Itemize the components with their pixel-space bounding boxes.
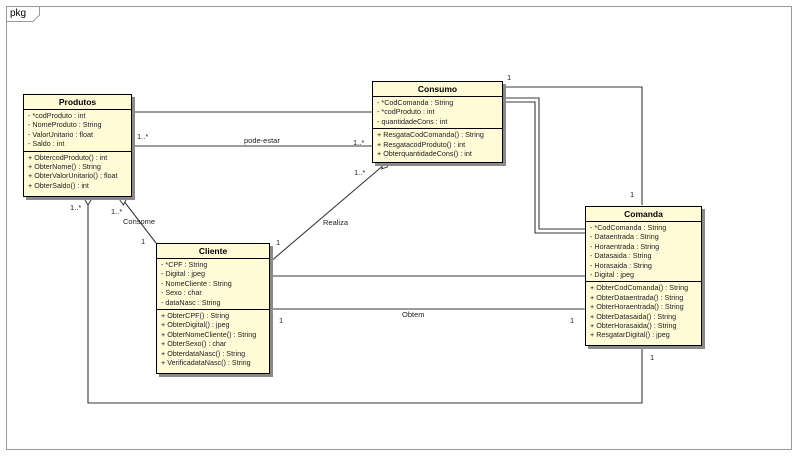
operation: + VerificadataNasc() : String	[161, 358, 251, 368]
attribute: - ValorUnitario : float	[28, 129, 93, 139]
operation: + ObterdataNasc() : String	[161, 348, 246, 358]
multiplicity: 1..*	[111, 207, 123, 216]
class-name: Consumo	[373, 82, 502, 97]
multiplicity: 1	[279, 316, 284, 325]
association-label-obtem: Obtem	[402, 310, 425, 319]
association-label-pode-estar: pode-estar	[244, 136, 280, 145]
attribute: - Digital : jpeg	[161, 269, 205, 279]
assoc-realiza	[269, 163, 386, 263]
multiplicity: 1	[276, 238, 281, 247]
attribute: - NomeProduto : String	[28, 120, 102, 130]
class-name: Cliente	[157, 244, 269, 259]
multiplicity: 1	[650, 353, 655, 362]
class-produtos[interactable]: Produtos - *codProduto : int - NomeProdu…	[23, 94, 132, 197]
operation: + ObterSexo() : char	[161, 339, 227, 349]
attribute: - *CodComanda : String	[377, 98, 454, 107]
attributes-section: - *CodComanda : String - *codProduto : i…	[373, 97, 502, 128]
operation: + ObterCodComanda() : String	[590, 283, 689, 293]
attribute: - quantidadeCons : int	[377, 116, 448, 126]
attribute: - Saldo : int	[28, 139, 65, 149]
multiplicity: 1	[630, 190, 635, 199]
multiplicity: 1..*	[354, 168, 366, 177]
operation: + ObterHoraentrada() : String	[590, 302, 684, 312]
class-comanda[interactable]: Comanda - *CodComanda : String - Dataent…	[585, 206, 702, 346]
operations-section: + ObtercodProduto() : int + ObterNome() …	[24, 150, 131, 193]
aggregation-diamond-consome	[119, 194, 127, 206]
attribute: - Datasaida : String	[590, 251, 652, 261]
assoc-consumo-comanda-b	[503, 101, 585, 234]
operation: + ResgatarDigital() : jpeg	[590, 330, 670, 340]
class-cliente[interactable]: Cliente - *CPF : String - Digital : jpeg…	[156, 243, 270, 374]
package-label: pkg	[10, 8, 27, 19]
operations-section: + ResgataCodComanda() : String + Resgata…	[373, 128, 502, 160]
multiplicity: 1	[570, 316, 575, 325]
attribute: - Horaentrada : String	[590, 241, 660, 251]
attribute: - Horasaida : String	[590, 260, 652, 270]
aggregation-diamond-loop	[84, 194, 92, 206]
attribute: - NomeCliente : String	[161, 278, 232, 288]
operation: + ObterSaldo() : int	[28, 180, 89, 190]
package-tab	[6, 6, 40, 22]
multiplicity: 1..*	[137, 132, 149, 141]
multiplicity: 1..*	[353, 138, 365, 147]
operation: + ObterNomeCliente() : String	[161, 329, 257, 339]
operation: + ObterCPF() : String	[161, 311, 230, 321]
operation: + ObtercodProduto() : int	[28, 152, 108, 162]
assoc-consumo-comanda-a	[503, 97, 585, 230]
operation: + ResgatacodProduto() : int	[377, 139, 466, 149]
association-label-consome: Consome	[123, 217, 156, 226]
operation: + ObterDatasaida() : String	[590, 311, 677, 321]
attribute: - *codProduto : int	[28, 111, 86, 120]
assoc-consumo-comanda-top	[503, 86, 643, 205]
multiplicity: 1	[141, 237, 146, 246]
attribute: - *CPF : String	[161, 260, 208, 269]
operation: + ResgataCodComanda() : String	[377, 130, 484, 140]
operation: + ObterValorUnitario() : float	[28, 171, 118, 181]
operations-section: + ObterCPF() : String + ObterDigital() :…	[157, 309, 269, 369]
attribute: - dataNasc : String	[161, 297, 221, 307]
attribute: - Digital : jpeg	[590, 270, 634, 280]
multiplicity: 1..*	[70, 203, 82, 212]
operation: + ObterDataentrada() : String	[590, 292, 684, 302]
operations-section: + ObterCodComanda() : String + ObterData…	[586, 281, 701, 341]
attribute: - Sexo : char	[161, 288, 202, 298]
class-name: Comanda	[586, 207, 701, 222]
operation: + ObterDigital() : jpeg	[161, 320, 230, 330]
class-name: Produtos	[24, 95, 131, 110]
assoc-produtos-comanda-loop	[87, 200, 643, 404]
attributes-section: - *CPF : String - Digital : jpeg - NomeC…	[157, 259, 269, 309]
class-consumo[interactable]: Consumo - *CodComanda : String - *codPro…	[372, 81, 503, 163]
multiplicity: 1	[507, 73, 512, 82]
package-frame	[6, 6, 792, 450]
operation: + ObterHorasaida() : String	[590, 321, 677, 331]
attribute: - *CodComanda : String	[590, 223, 667, 232]
attributes-section: - *CodComanda : String - Dataentrada : S…	[586, 222, 701, 281]
association-label-realiza: Realiza	[323, 218, 349, 227]
operation: + ObterNome() : String	[28, 162, 101, 172]
attribute: - Dataentrada : String	[590, 232, 659, 242]
assoc-consome	[122, 199, 157, 244]
attribute: - *codProduto : int	[377, 107, 435, 117]
attributes-section: - *codProduto : int - NomeProduto : Stri…	[24, 110, 131, 151]
operation: + ObterquantidadeCons() : int	[377, 149, 472, 159]
